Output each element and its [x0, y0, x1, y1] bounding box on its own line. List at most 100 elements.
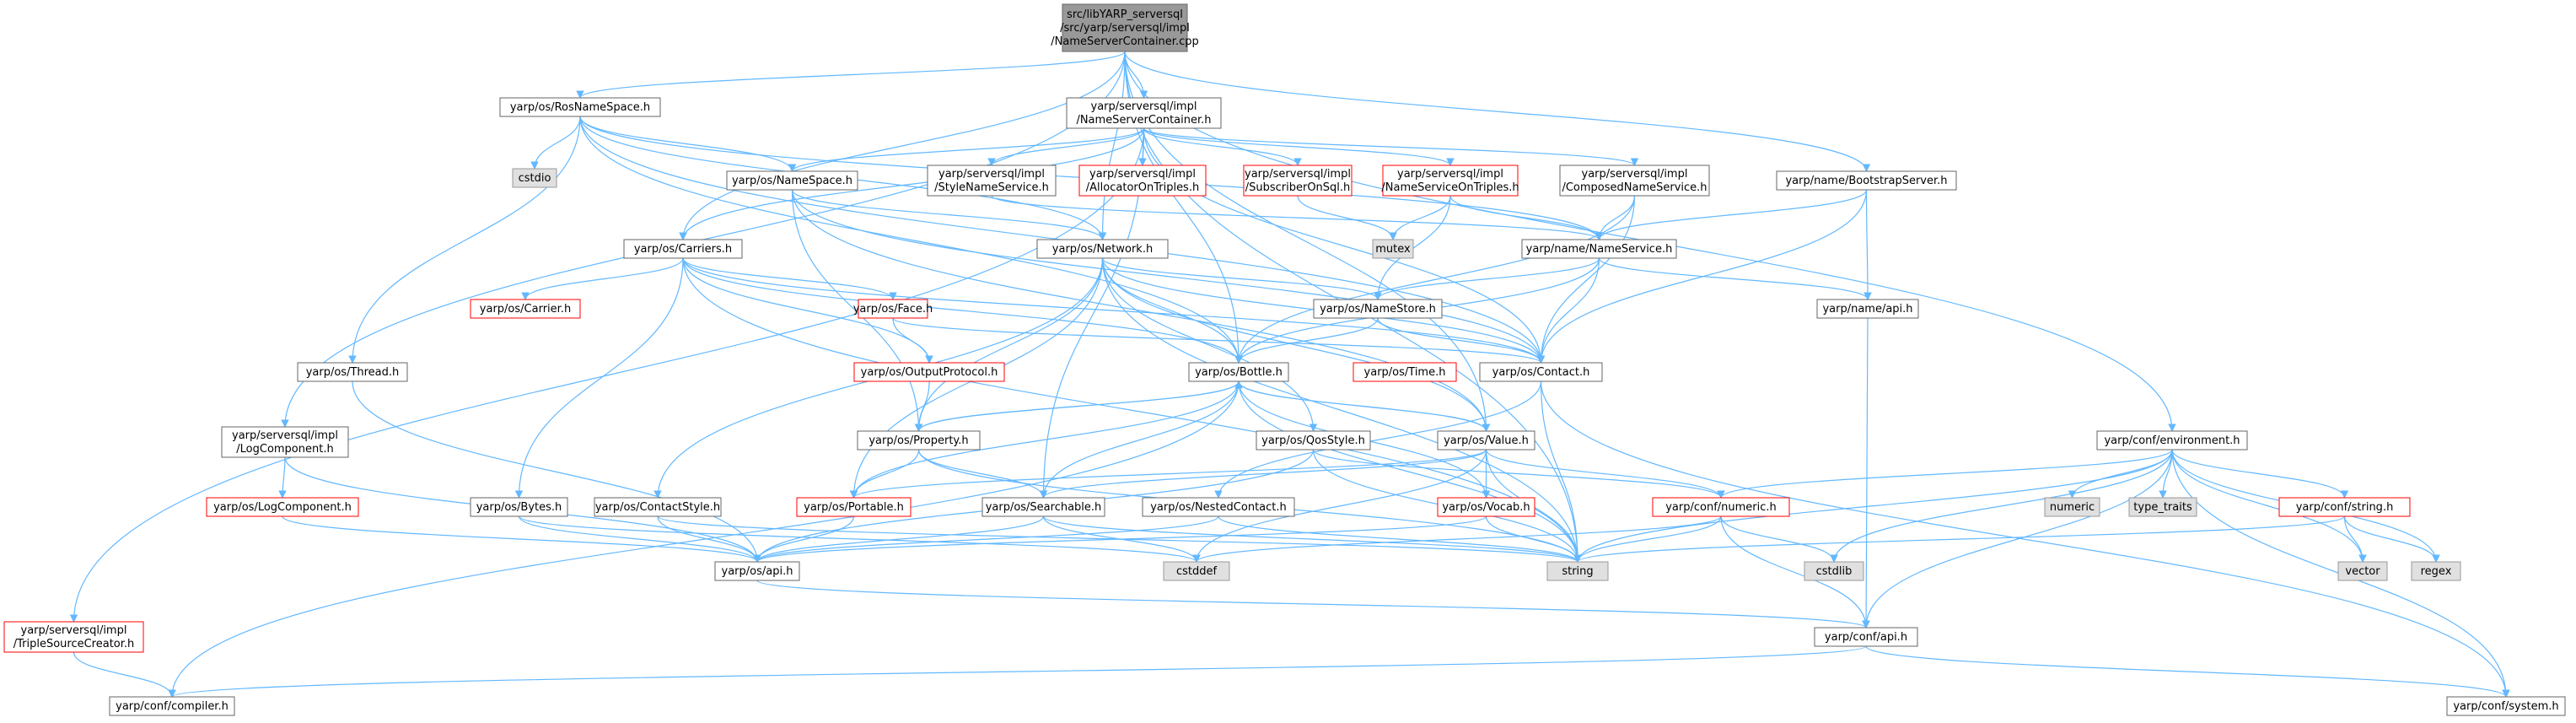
- node-property[interactable]: yarp/os/Property.h: [857, 430, 981, 451]
- node-namestore[interactable]: yarp/os/NameStore.h: [1313, 299, 1443, 319]
- node-nsc[interactable]: yarp/serversql/impl/NameServerContainer.…: [1066, 97, 1222, 129]
- edge-nested-to-string: [1218, 515, 1582, 563]
- node-label: yarp/serversql/impl: [1245, 168, 1351, 181]
- node-cstddef: cstddef: [1163, 561, 1230, 581]
- node-numeric[interactable]: yarp/conf/numeric.h: [1652, 497, 1790, 517]
- node-value[interactable]: yarp/os/Value.h: [1437, 430, 1535, 451]
- edge-face-to-contact: [892, 317, 1546, 364]
- node-sub[interactable]: yarp/serversql/impl/SubscriberOnSql.h: [1243, 165, 1353, 197]
- node-typetraits: type_traits: [2128, 497, 2197, 517]
- node-box: [981, 497, 1105, 517]
- edge-outproto-to-property: [914, 380, 930, 432]
- node-box: [796, 497, 912, 517]
- node-label: /NameServerContainer.h: [1076, 114, 1211, 127]
- node-label: yarp/conf/environment.h: [2104, 434, 2240, 447]
- edge-rosns-to-nsh: [579, 116, 797, 172]
- edge-contact-to-string: [1540, 380, 1582, 563]
- node-nameapi[interactable]: yarp/name/api.h: [1816, 299, 1919, 319]
- node-label: yarp/os/Time.h: [1364, 366, 1446, 379]
- node-label: yarp/os/Contact.h: [1492, 366, 1590, 379]
- node-label: yarp/os/Bytes.h: [476, 501, 562, 514]
- node-oslog[interactable]: yarp/os/LogComponent.h: [206, 497, 359, 517]
- node-confstring[interactable]: yarp/conf/string.h: [2278, 497, 2411, 517]
- node-box: [1559, 165, 1710, 197]
- edge-nsc-to-comp: [1143, 127, 1639, 166]
- node-nsh[interactable]: yarp/os/NameSpace.h: [726, 170, 858, 191]
- node-label: /src/yarp/serversql/impl: [1060, 22, 1190, 35]
- node-network[interactable]: yarp/os/Network.h: [1036, 239, 1169, 259]
- node-portable[interactable]: yarp/os/Portable.h: [796, 497, 912, 517]
- node-carriers[interactable]: yarp/os/Carriers.h: [623, 239, 743, 259]
- node-box: [499, 97, 661, 117]
- edge-value-to-numeric: [1485, 449, 1725, 499]
- node-env[interactable]: yarp/conf/environment.h: [2096, 430, 2248, 451]
- node-nameservice[interactable]: yarp/name/NameService.h: [1521, 239, 1677, 259]
- node-label: yarp/os/Bottle.h: [1195, 366, 1283, 379]
- node-label: type_traits: [2133, 501, 2192, 514]
- node-bytes[interactable]: yarp/os/Bytes.h: [470, 497, 568, 517]
- edge-numeric-to-cstddef: [1192, 515, 1722, 563]
- node-osapi[interactable]: yarp/os/api.h: [714, 561, 800, 581]
- node-box: [1546, 561, 1609, 581]
- node-nested[interactable]: yarp/os/NestedContact.h: [1142, 497, 1295, 517]
- node-string: string: [1546, 561, 1609, 581]
- edge-value-to-searchable: [1039, 449, 1487, 499]
- node-box: [2337, 561, 2388, 581]
- node-root[interactable]: src/libYARP_serversql/src/yarp/serversql…: [1051, 3, 1199, 52]
- node-time[interactable]: yarp/os/Time.h: [1353, 362, 1457, 382]
- edge-bootstrap-to-nameapi: [1863, 189, 1872, 300]
- edge-bottle-to-searchable: [1039, 380, 1240, 499]
- node-rosns[interactable]: yarp/os/RosNameSpace.h: [499, 97, 661, 117]
- edge-network-to-property: [914, 257, 1104, 432]
- node-tsc[interactable]: yarp/serversql/impl/TripleSourceCreator.…: [3, 621, 144, 653]
- node-label: yarp/name/BootstrapServer.h: [1785, 175, 1947, 187]
- node-box: [1382, 165, 1519, 197]
- node-label: /LogComponent.h: [236, 443, 333, 456]
- node-carrier[interactable]: yarp/os/Carrier.h: [470, 299, 581, 319]
- node-searchable[interactable]: yarp/os/Searchable.h: [981, 497, 1105, 517]
- edge-cstyle-to-osapi: [657, 515, 761, 563]
- node-system[interactable]: yarp/conf/system.h: [2446, 696, 2566, 716]
- node-logcomp[interactable]: yarp/serversql/impl/LogComponent.h: [221, 426, 349, 458]
- node-face[interactable]: yarp/os/Face.h: [853, 299, 933, 319]
- node-box: [714, 561, 800, 581]
- node-thread[interactable]: yarp/os/Thread.h: [297, 362, 408, 382]
- node-bottle[interactable]: yarp/os/Bottle.h: [1188, 362, 1289, 382]
- node-outproto[interactable]: yarp/os/OutputProtocol.h: [853, 362, 1005, 382]
- node-compiler[interactable]: yarp/conf/compiler.h: [109, 696, 235, 716]
- node-box: [1256, 430, 1371, 451]
- node-qos[interactable]: yarp/os/QosStyle.h: [1256, 430, 1371, 451]
- edge-network-to-bottle: [1101, 257, 1243, 364]
- node-box: [221, 426, 349, 458]
- node-confapi[interactable]: yarp/conf/api.h: [1814, 627, 1918, 647]
- edge-namestore-to-contact: [1377, 317, 1546, 364]
- node-label: yarp/conf/string.h: [2296, 501, 2394, 514]
- node-box: [853, 362, 1005, 382]
- edge-nsot-to-nameservice: [1449, 195, 1604, 240]
- edge-network-to-string: [1101, 257, 1582, 563]
- node-alloc[interactable]: yarp/serversql/impl/AllocatorOnTriples.h: [1078, 165, 1207, 197]
- node-style[interactable]: yarp/serversql/impl/StyleNameService.h: [927, 165, 1057, 197]
- node-vocab[interactable]: yarp/os/Vocab.h: [1437, 497, 1535, 517]
- node-label: cstdio: [519, 172, 551, 185]
- edge-network-to-namestore: [1101, 257, 1382, 300]
- node-box: [726, 170, 858, 191]
- edge-style-to-nameservice: [991, 195, 1604, 240]
- node-label: /NameServiceOnTriples.h: [1381, 181, 1519, 194]
- edge-property-to-portable: [849, 449, 920, 499]
- node-nsot[interactable]: yarp/serversql/impl/NameServiceOnTriples…: [1381, 165, 1519, 197]
- edge-numeric-to-confapi: [1720, 515, 1870, 629]
- edge-confstring-to-regex: [2343, 515, 2440, 563]
- node-contact[interactable]: yarp/os/Contact.h: [1479, 362, 1603, 382]
- edge-carriers-to-carrier: [521, 257, 684, 300]
- node-box: [858, 299, 928, 319]
- edge-searchable-to-osapi: [753, 515, 1045, 563]
- node-comp[interactable]: yarp/serversql/impl/ComposedNameService.…: [1559, 165, 1710, 197]
- node-cstdio: cstdio: [512, 168, 557, 188]
- edge-env-to-confapi: [1862, 449, 2173, 629]
- node-cstyle[interactable]: yarp/os/ContactStyle.h: [594, 497, 722, 517]
- node-label: yarp/os/Thread.h: [306, 366, 400, 379]
- edge-env-to-confstring: [2171, 449, 2349, 499]
- edge-sub-to-mutex: [1297, 195, 1397, 240]
- node-bootstrap[interactable]: yarp/name/BootstrapServer.h: [1776, 170, 1957, 191]
